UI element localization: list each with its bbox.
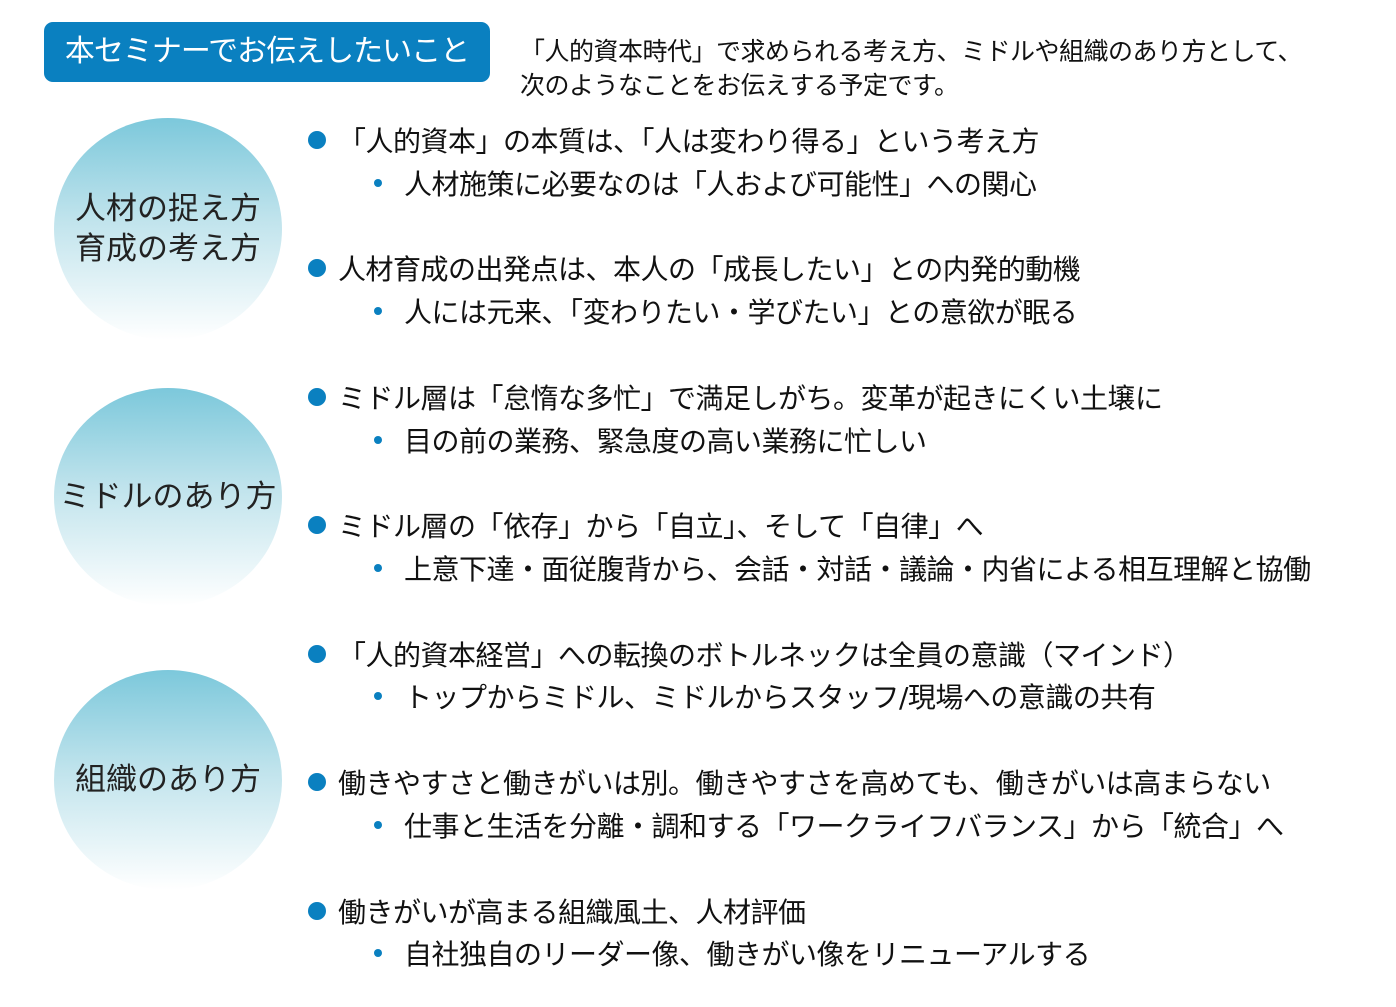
main-point: ミドル層の「依存」から「自立」、そして「自律」へ bbox=[308, 509, 984, 545]
bullet-icon bbox=[374, 821, 382, 829]
section-label-line: ミドルのあり方 bbox=[59, 479, 277, 515]
bullet-icon bbox=[374, 949, 382, 957]
section-label-line: 育成の考え方 bbox=[75, 231, 261, 267]
sub-point: 目の前の業務、緊急度の高い業務に忙しい bbox=[374, 424, 927, 460]
main-point: 「人的資本」の本質は、「人は変わり得る」という考え方 bbox=[308, 124, 1040, 160]
main-point: 「人的資本経営」への転換のボトルネックは全員の意識（マインド） bbox=[308, 638, 1191, 674]
sub-point: 人材施策に必要なのは「人および可能性」への関心 bbox=[374, 167, 1037, 203]
sub-point: 上意下達・面従腹背から、会話・対話・議論・内省による相互理解と協働 bbox=[374, 552, 1311, 588]
bullet-icon bbox=[308, 131, 326, 149]
section-label-line: 組織のあり方 bbox=[75, 762, 261, 798]
bullet-icon bbox=[308, 388, 326, 406]
bullet-icon bbox=[374, 307, 382, 315]
section-label-talent: 人材の捉え方育成の考え方 bbox=[54, 118, 282, 340]
main-point: 働きやすさと働きがいは別。働きやすさを高めても、働きがいは高まらない bbox=[308, 766, 1271, 802]
bullet-icon bbox=[308, 645, 326, 663]
section-label-line: 人材の捉え方 bbox=[75, 191, 261, 227]
bullet-icon bbox=[374, 564, 382, 572]
seminar-title-banner: 本セミナーでお伝えしたいこと bbox=[44, 22, 490, 82]
intro-line-1: 「人的資本時代」で求められる考え方、ミドルや組織のあり方として、 bbox=[520, 37, 1303, 66]
main-point: ミドル層は「怠惰な多忙」で満足しがち。変革が起きにくい土壌に bbox=[308, 381, 1163, 417]
bullet-icon bbox=[308, 773, 326, 791]
sub-point: 仕事と生活を分離・調和する「ワークライフバランス」から「統合」へ bbox=[374, 809, 1284, 845]
sub-point: 人には元来、「変わりたい・学びたい」との意欲が眠る bbox=[374, 295, 1078, 331]
sub-point: 自社独自のリーダー像、働きがい像をリニューアルする bbox=[374, 937, 1091, 973]
bullet-icon bbox=[308, 902, 326, 920]
main-point: 人材育成の出発点は、本人の「成長したい」との内発的動機 bbox=[308, 252, 1081, 288]
intro-line-2: 次のようなことをお伝えする予定です。 bbox=[520, 71, 959, 100]
section-label-organization: 組織のあり方 bbox=[54, 670, 282, 890]
bullet-icon bbox=[308, 516, 326, 534]
bullet-icon bbox=[374, 436, 382, 444]
section-label-middle: ミドルのあり方 bbox=[54, 388, 282, 606]
main-point: 働きがいが高まる組織風土、人材評価 bbox=[308, 895, 806, 931]
bullet-icon bbox=[374, 692, 382, 700]
bullet-icon bbox=[308, 259, 326, 277]
sub-point: トップからミドル、ミドルからスタッフ/現場への意識の共有 bbox=[374, 680, 1156, 716]
bullet-icon bbox=[374, 179, 382, 187]
